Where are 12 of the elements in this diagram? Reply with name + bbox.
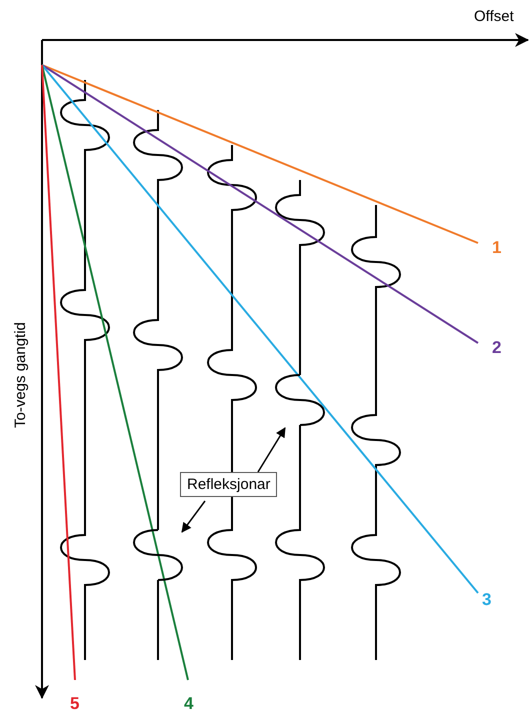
leader-arrow [181, 500, 206, 533]
label-box: Refleksjonar [180, 472, 278, 497]
line-number: 2 [492, 338, 502, 358]
line-number: 3 [482, 590, 492, 610]
reflection-wiggle [273, 373, 327, 427]
line-number: 4 [184, 694, 194, 714]
line-number: 5 [70, 694, 80, 714]
reflection-wiggle [131, 528, 185, 582]
line-number: 1 [492, 238, 502, 258]
leader-arrow [257, 427, 286, 472]
axis-label: To-vegs gangtid [12, 322, 29, 428]
axis-label: Offset [474, 8, 514, 25]
